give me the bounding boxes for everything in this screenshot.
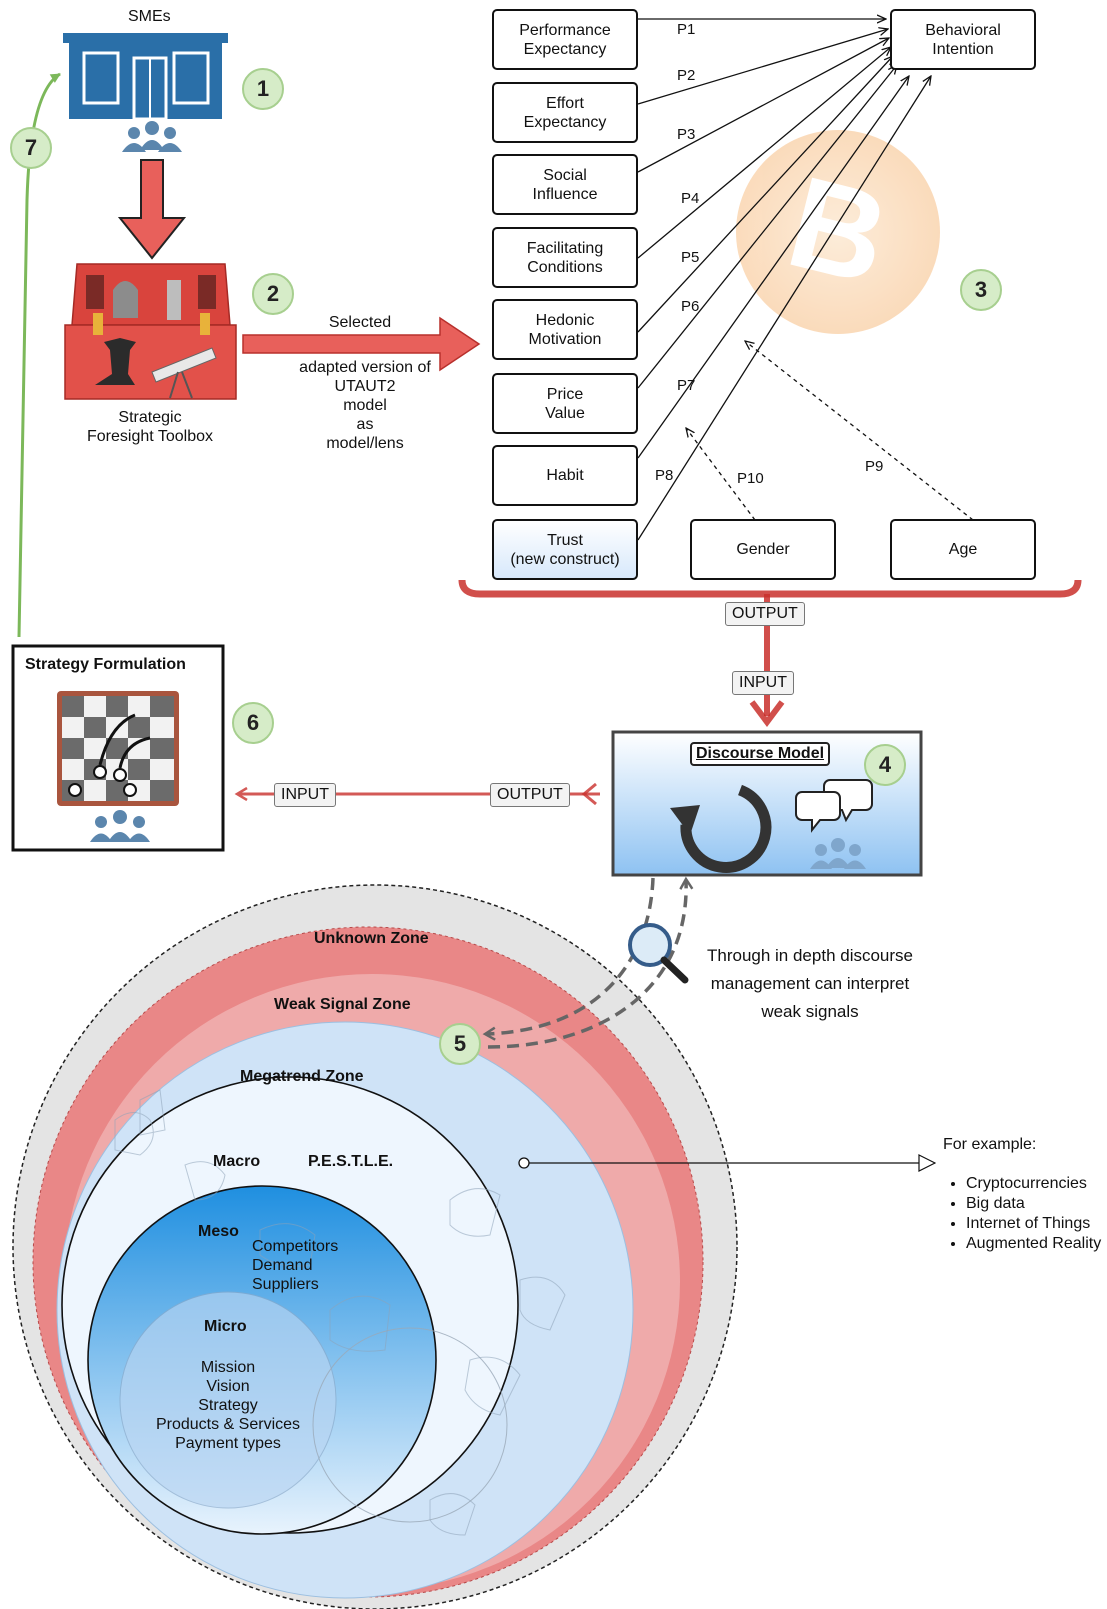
step-badge-4: 4 — [864, 744, 906, 786]
path-label-p6: P6 — [681, 298, 700, 315]
behavioral-intention-box: Behavioral Intention — [890, 9, 1036, 70]
construct-hedonic-motivation: Hedonic Motivation — [492, 299, 638, 360]
step-badge-5: 5 — [439, 1023, 481, 1065]
example-anchor-dot — [518, 1157, 530, 1169]
discourse-note: Through in depth discourse management ca… — [706, 946, 914, 1021]
micro-zone-circle — [119, 1291, 337, 1509]
examples-title: For example: — [943, 1136, 1037, 1153]
path-label-p1: P1 — [677, 21, 696, 38]
model-output-tag: OUTPUT — [725, 602, 805, 626]
micro-label: Micro — [204, 1318, 247, 1335]
construct-price-value: Price Value — [492, 373, 638, 434]
path-label-p10: P10 — [737, 470, 764, 487]
macro-label: Macro — [213, 1153, 261, 1170]
step-badge-2: 2 — [252, 273, 294, 315]
construct-effort-expectancy: Effort Expectancy — [492, 82, 638, 143]
toolbox-icon — [64, 263, 237, 400]
list-item: Big data — [966, 1194, 1101, 1214]
discourse-model-title: Discourse Model — [690, 742, 831, 766]
magnifier-icon — [628, 923, 689, 984]
path-label-p9: P9 — [865, 458, 884, 475]
list-item: Cryptocurrencies — [966, 1174, 1101, 1194]
strategy-formulation-title: Strategy Formulation — [25, 656, 186, 673]
smes-to-toolbox-arrow — [117, 159, 187, 260]
feedback-arrow — [17, 72, 61, 638]
construct-performance-expectancy: Performance Expectancy — [492, 9, 638, 70]
smes-building-icon — [63, 33, 228, 152]
pestle-label: P.E.S.T.L.E. — [308, 1153, 394, 1170]
discourse-output-tag: OUTPUT — [490, 783, 570, 807]
meso-label: Meso — [198, 1223, 239, 1240]
discourse-input-tag: INPUT — [732, 671, 794, 695]
path-label-p2: P2 — [677, 67, 696, 84]
examples-list: Cryptocurrencies Big data Internet of Th… — [948, 1174, 1101, 1254]
construct-facilitating-conditions: Facilitating Conditions — [492, 227, 638, 288]
zone-circles — [12, 884, 738, 1609]
megatrend-zone-label: Megatrend Zone — [240, 1068, 364, 1085]
path-label-p7: P7 — [677, 377, 696, 394]
strategy-input-tag: INPUT — [274, 783, 336, 807]
weak-signal-zone-label: Weak Signal Zone — [274, 996, 411, 1013]
micro-items: Mission Vision Strategy Products & Servi… — [155, 1359, 301, 1452]
path-label-p5: P5 — [681, 249, 700, 266]
path-label-p8: P8 — [655, 467, 674, 484]
construct-trust: Trust (new construct) — [492, 519, 638, 580]
moderator-gender-box: Gender — [690, 519, 836, 580]
step-badge-7: 7 — [10, 127, 52, 169]
bitcoin-watermark-icon: B — [736, 130, 940, 334]
path-label-p4: P4 — [681, 190, 700, 207]
smes-label: SMEs — [128, 8, 171, 25]
utaut2-path-lines — [637, 19, 931, 541]
strategy-formulation-box — [11, 644, 225, 852]
list-item: Augmented Reality — [966, 1234, 1101, 1254]
selected-arrow — [242, 316, 481, 372]
interpret-arrows — [486, 878, 686, 1049]
moderator-age-box: Age — [890, 519, 1036, 580]
selected-label: Selected — [328, 314, 392, 331]
meso-items: Competitors Demand Suppliers — [252, 1238, 339, 1293]
moderator-dashed-lines — [686, 341, 974, 521]
step-badge-6: 6 — [232, 702, 274, 744]
toolbox-label: Strategic Foresight Toolbox — [87, 409, 213, 445]
discourse-people-icon — [810, 838, 866, 869]
speech-bubbles-icon — [795, 779, 873, 833]
list-item: Internet of Things — [966, 1214, 1101, 1234]
unknown-zone-label: Unknown Zone — [314, 930, 429, 947]
step-badge-3: 3 — [960, 269, 1002, 311]
output-bracket — [458, 579, 1082, 598]
construct-social-influence: Social Influence — [492, 154, 638, 215]
strategy-people-icon — [90, 810, 150, 842]
path-label-p3: P3 — [677, 126, 696, 143]
step-badge-1: 1 — [242, 68, 284, 110]
refresh-cycle-icon — [680, 784, 772, 873]
construct-habit: Habit — [492, 445, 638, 506]
utaut2-description: adapted version of UTAUT2 model as model… — [299, 359, 431, 452]
